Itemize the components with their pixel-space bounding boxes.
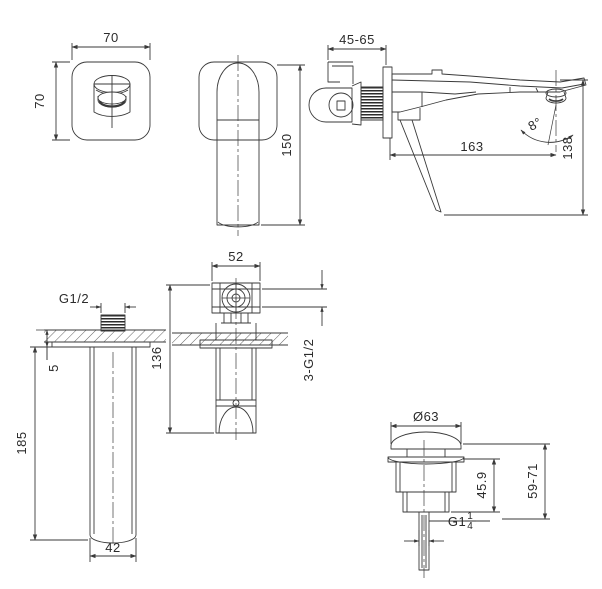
dimension-label-cap-diameter: Ø63 xyxy=(413,409,439,424)
dimension-label-spout-height: 138 xyxy=(560,136,575,159)
dimension-label-body-width: 52 xyxy=(228,249,243,264)
dimension-label-outlet-angle: 8° xyxy=(525,114,544,134)
dimension-label-pipe-length: 185 xyxy=(14,431,29,454)
dimension-label-waste-body-height: 45.9 xyxy=(474,471,489,498)
dimension-port-threads xyxy=(262,270,327,326)
dimension-label-body-depth: 136 xyxy=(149,346,164,369)
dimension-spout-projection xyxy=(389,138,557,160)
view-spout-pipe xyxy=(44,314,166,545)
dimension-overall-height xyxy=(261,64,305,226)
dimension-pipe-diameter xyxy=(89,538,137,562)
dimension-adjust-range xyxy=(463,443,550,520)
dimension-label-plate-width: 70 xyxy=(103,30,118,45)
view-spout-assembly xyxy=(308,61,587,213)
dimension-label-plate-height: 70 xyxy=(32,93,47,108)
view-valve-body xyxy=(172,278,288,440)
dimension-pipe-thread xyxy=(90,303,136,313)
dimension-label-pipe-thread: G1/2 xyxy=(59,291,89,306)
dimension-label-pipe-diameter: 42 xyxy=(105,540,120,555)
dimension-label-adjust-range: 59-71 xyxy=(525,463,540,499)
dimension-outlet-angle xyxy=(520,104,574,146)
outlet-thread-denominator: 4 xyxy=(467,521,473,532)
dimension-cap-diameter xyxy=(390,422,462,444)
dimension-label-spout-projection: 163 xyxy=(460,139,483,154)
dimension-label-outlet-thread: G1 1 4 xyxy=(448,511,476,532)
dimension-label-wall-thickness-range: 45-65 xyxy=(339,32,375,47)
dimension-outlet-thread xyxy=(404,520,490,546)
dimension-plate-width xyxy=(71,43,151,60)
dimension-plate-height xyxy=(52,61,70,141)
dimension-spout-height xyxy=(444,79,588,216)
dimension-body-width xyxy=(211,262,261,281)
dimension-label-port-threads: 3-G1/2 xyxy=(301,339,316,382)
dimension-pipe-length xyxy=(30,346,88,541)
outlet-thread-numerator: 1 xyxy=(467,511,473,522)
dimension-wall-thickness-range xyxy=(327,45,387,65)
outlet-thread-main: G1 xyxy=(448,514,466,529)
dimension-waste-body-height xyxy=(451,458,500,513)
dimension-label-overall-height: 150 xyxy=(279,133,294,156)
dimension-label-wall-offset: 5 xyxy=(46,364,61,372)
view-pop-up-waste xyxy=(387,431,465,578)
view-front-escutcheon xyxy=(71,61,151,141)
view-side-handle xyxy=(198,55,278,236)
dimension-body-depth xyxy=(166,284,214,434)
